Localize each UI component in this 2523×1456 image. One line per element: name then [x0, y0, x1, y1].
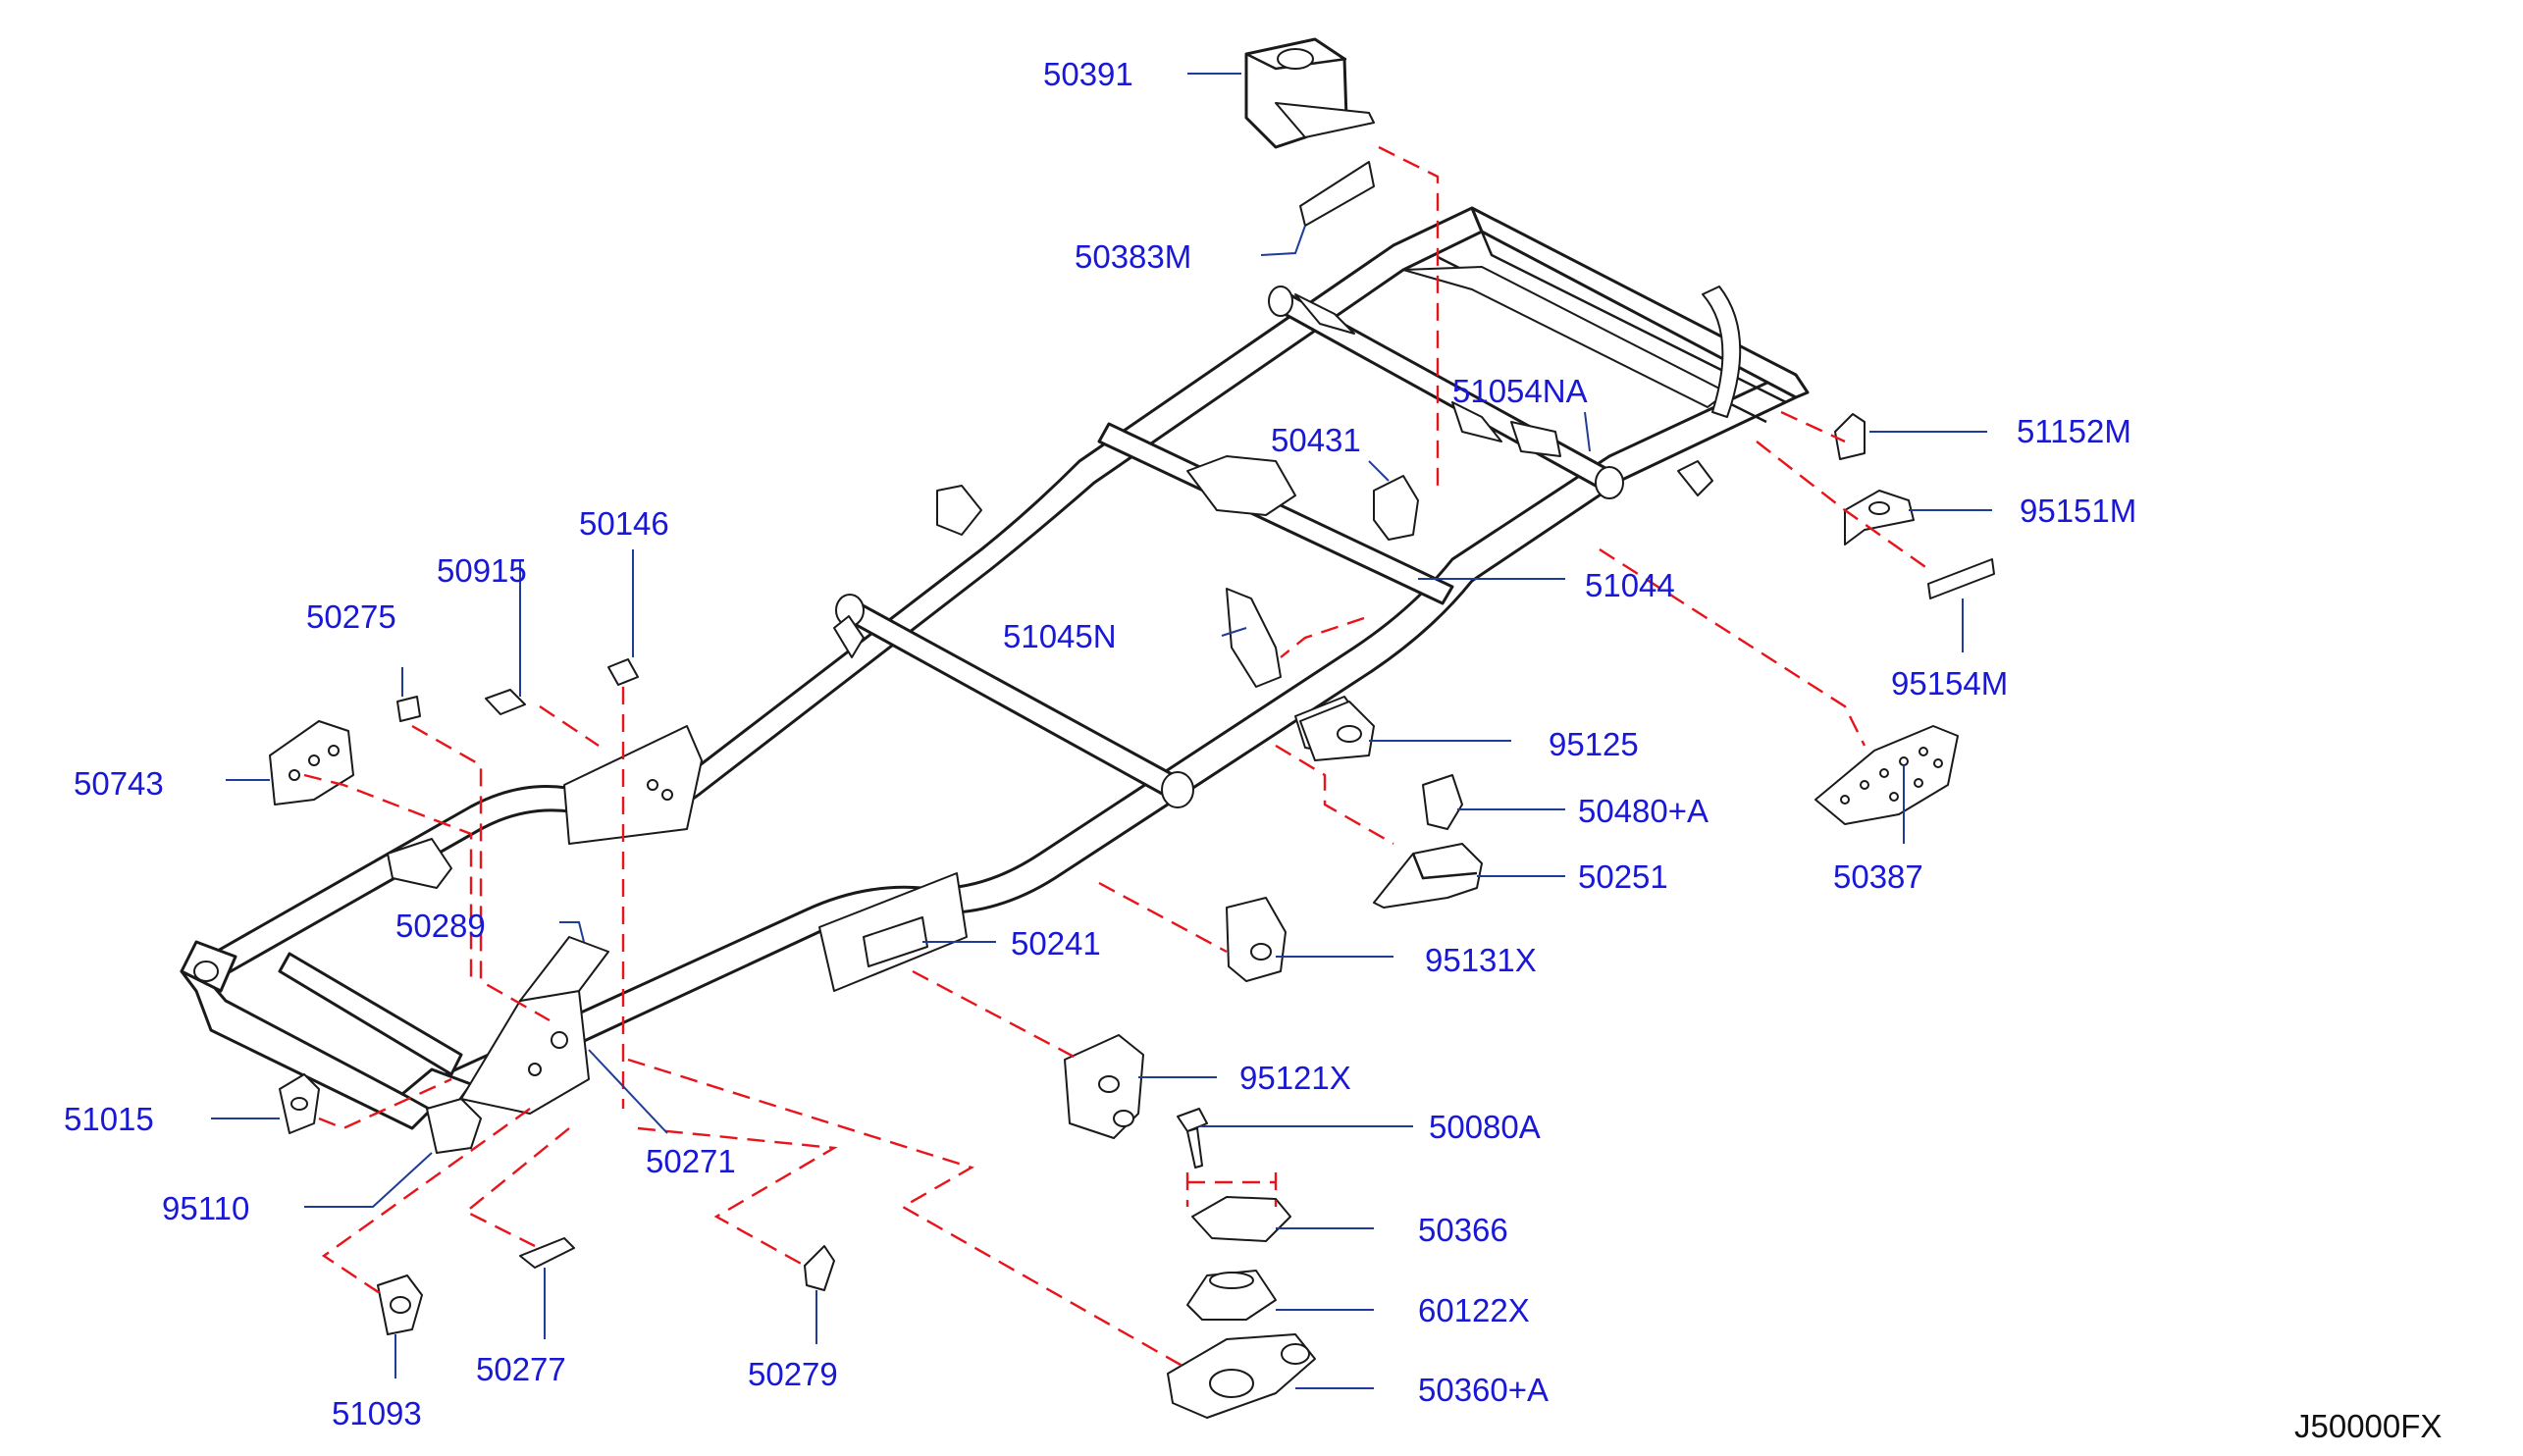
part-50366-plate: [1191, 1196, 1291, 1242]
part-50915-clip: [485, 689, 526, 715]
label-50275: 50275: [306, 598, 396, 635]
label-95151M: 95151M: [2020, 493, 2136, 529]
part-50146-clip: [607, 658, 639, 686]
part-labels: 50391 50383M 51054NA 51152M 50431 95151M…: [64, 56, 2442, 1444]
label-50279: 50279: [748, 1356, 838, 1392]
front-tube-cross-member: [278, 952, 463, 1076]
part-50383M-plate: [1299, 161, 1375, 227]
label-50360A: 50360+A: [1418, 1372, 1549, 1408]
part-50275-plate: [396, 696, 421, 722]
part-50277-plate: [519, 1237, 575, 1269]
label-95125: 95125: [1549, 726, 1639, 762]
phantom-lines: [303, 145, 1929, 1371]
label-50271: 50271: [646, 1143, 736, 1179]
label-50383M: 50383M: [1075, 238, 1191, 275]
part-60122X-insulator: [1186, 1270, 1277, 1321]
label-50366: 50366: [1418, 1212, 1508, 1248]
label-50241: 50241: [1011, 925, 1101, 962]
label-51054NA: 51054NA: [1452, 373, 1588, 409]
diagram-code: J50000FX: [2294, 1408, 2442, 1444]
label-51015: 51015: [64, 1101, 154, 1137]
label-50431: 50431: [1271, 422, 1361, 458]
part-95151M-bracket: [1844, 490, 1915, 546]
part-50480A-bracket: [1422, 774, 1463, 830]
part-50080A-bolt: [1177, 1108, 1208, 1169]
label-50480A: 50480+A: [1578, 793, 1708, 829]
part-51045N-bracket: [1226, 588, 1282, 688]
label-50387: 50387: [1833, 858, 1923, 895]
label-50251: 50251: [1578, 858, 1668, 895]
label-50743: 50743: [74, 765, 164, 802]
label-51045N: 51045N: [1003, 618, 1117, 654]
label-95110: 95110: [162, 1190, 249, 1226]
label-60122X: 60122X: [1418, 1292, 1530, 1328]
label-50277: 50277: [476, 1351, 566, 1387]
part-95154M-strip: [1927, 558, 1995, 599]
leader-lines: [211, 73, 1992, 1389]
label-95154M: 95154M: [1891, 665, 2008, 702]
part-50279-bracket: [804, 1245, 835, 1291]
label-51152M: 51152M: [2017, 413, 2131, 449]
part-illustrations: [269, 37, 1995, 1419]
label-51093: 51093: [332, 1395, 422, 1431]
label-51044: 51044: [1585, 567, 1675, 603]
label-50915: 50915: [437, 552, 527, 589]
label-95131X: 95131X: [1425, 942, 1537, 978]
part-95110-bracket: [426, 1098, 482, 1154]
part-50251-mount: [1373, 843, 1483, 909]
chassis-frame: [180, 206, 1810, 1136]
label-50289: 50289: [395, 908, 486, 944]
part-95131X-bracket: [1226, 897, 1287, 982]
part-50431-bracket: [1373, 475, 1419, 541]
part-51152M-plate: [1834, 413, 1866, 460]
label-50146: 50146: [579, 505, 669, 542]
label-50080A: 50080A: [1429, 1109, 1541, 1145]
label-95121X: 95121X: [1239, 1060, 1351, 1096]
label-50391: 50391: [1043, 56, 1133, 92]
